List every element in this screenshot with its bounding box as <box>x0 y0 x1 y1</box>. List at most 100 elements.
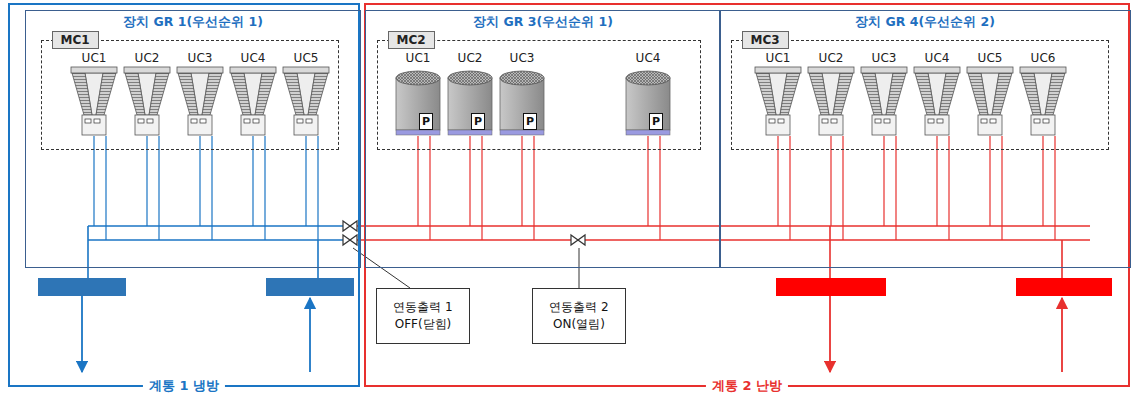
pipe-line <box>105 136 106 240</box>
pump-label: P <box>523 113 537 130</box>
pipe-line <box>777 136 778 226</box>
pipe-line <box>146 136 147 226</box>
callout-box: 연동출력 2ON(열림) <box>532 288 626 344</box>
chiller-unit: UC4 <box>228 51 278 143</box>
unit-label: UC4 <box>908 51 966 66</box>
pipe-line <box>1061 240 1063 278</box>
chiller-unit: UC4 <box>912 51 962 143</box>
valve-symbol <box>343 235 357 245</box>
pipe-line <box>353 248 410 288</box>
chiller-unit: UC1 <box>69 51 119 143</box>
controller-label: MC2 <box>388 31 435 49</box>
unit-label: UC4 <box>224 51 282 66</box>
device-group: UC1PUC2PUC3PUC4PMC2장치 GR 3(우선순위 1) <box>365 10 721 268</box>
pipe-line <box>317 240 319 278</box>
pipe-line <box>842 136 843 240</box>
pipe-line <box>829 296 831 372</box>
pipe-line <box>989 136 990 226</box>
chiller-unit: UC2P <box>445 51 495 143</box>
callout-box: 연동출력 1OFF(닫힘) <box>376 288 470 344</box>
pipe-line <box>647 136 648 226</box>
pipe-line <box>81 296 83 372</box>
unit-label: UC6 <box>1014 51 1072 66</box>
system-region: UC1PUC2PUC3PUC4PMC2장치 GR 3(우선순위 1)UC1UC2… <box>364 3 1130 387</box>
unit-label: UC1 <box>65 51 123 66</box>
pipe-line <box>481 136 482 240</box>
chiller-unit: UC3P <box>497 51 547 143</box>
unit-label: UC2 <box>441 51 499 66</box>
callout-text: 연동출력 2 <box>549 299 608 316</box>
pipe-line <box>88 239 343 241</box>
pipe-line <box>533 136 534 240</box>
return-header <box>266 278 354 296</box>
valve-symbol <box>571 235 585 245</box>
supply-header <box>776 278 886 296</box>
controller-label: MC3 <box>742 31 789 49</box>
pipe-line <box>948 136 949 240</box>
pipe-line <box>264 136 265 240</box>
pipe-line <box>1001 136 1002 240</box>
pipe-line <box>830 136 831 226</box>
pipe-line <box>469 136 470 226</box>
pipe-line <box>883 136 884 226</box>
pipe-line <box>199 136 200 226</box>
chiller-unit: UC5 <box>965 51 1015 143</box>
pipe-line <box>252 136 253 226</box>
chiller-unit: UC2 <box>806 51 856 143</box>
chiller-unit: UC1 <box>753 51 803 143</box>
pump-label: P <box>471 113 485 130</box>
unit-label: UC4 <box>619 51 677 66</box>
callout-text: 연동출력 1 <box>393 299 452 316</box>
device-group: UC1UC2UC3UC4UC5UC6MC3장치 GR 4(우선순위 2) <box>719 10 1131 268</box>
pipe-line <box>317 136 318 240</box>
pipe-line <box>659 136 660 240</box>
pipe-line <box>895 136 896 240</box>
group-title: 장치 GR 4(우선순위 2) <box>720 14 1130 31</box>
pipe-line <box>417 136 418 226</box>
pipe-line <box>789 136 790 240</box>
system-label: 계통 1 냉방 <box>143 377 225 395</box>
pipe-line <box>579 248 580 288</box>
pipe-line <box>521 136 522 226</box>
supply-header <box>38 278 126 296</box>
callout-text: ON(열림) <box>553 316 605 333</box>
pump-label: P <box>649 113 663 130</box>
pump-label: P <box>419 113 433 130</box>
unit-label: UC5 <box>277 51 335 66</box>
device-group: UC1UC2UC3UC4UC5MC1장치 GR 1(우선순위 1) <box>25 10 361 268</box>
system-region: UC1UC2UC3UC4UC5MC1장치 GR 1(우선순위 1)계통 1 냉방 <box>8 3 360 387</box>
pipe-line <box>158 136 159 240</box>
unit-label: UC2 <box>118 51 176 66</box>
chiller-unit: UC1P <box>393 51 443 143</box>
controller-box: UC1UC2UC3UC4UC5UC6MC3 <box>731 40 1109 150</box>
pipe-line <box>211 136 212 240</box>
pipe-line <box>1061 298 1063 372</box>
chiller-unit: UC4P <box>623 51 673 143</box>
return-header <box>1016 278 1112 296</box>
unit-label: UC2 <box>802 51 860 66</box>
chiller-unit: UC3 <box>859 51 909 143</box>
group-title: 장치 GR 1(우선순위 1) <box>26 14 360 31</box>
unit-label: UC3 <box>493 51 551 66</box>
pipe-line <box>829 226 831 278</box>
unit-label: UC3 <box>171 51 229 66</box>
pipe-line <box>87 226 89 278</box>
unit-label: UC5 <box>961 51 1019 66</box>
chiller-unit: UC6 <box>1018 51 1068 143</box>
pipe-line <box>309 298 311 372</box>
callout-text: OFF(닫힘) <box>395 316 452 333</box>
group-title: 장치 GR 3(우선순위 1) <box>366 14 720 31</box>
chiller-unit: UC3 <box>175 51 225 143</box>
pipe-line <box>305 136 306 226</box>
pipe-line <box>429 136 430 240</box>
pipe-line <box>88 225 343 227</box>
controller-label: MC1 <box>52 31 99 49</box>
unit-label: UC1 <box>389 51 447 66</box>
pipe-line <box>1042 136 1043 226</box>
controller-box: UC1UC2UC3UC4UC5MC1 <box>41 40 339 150</box>
chiller-unit: UC2 <box>122 51 172 143</box>
system-label: 계통 2 난방 <box>706 377 788 395</box>
pipe-line <box>1054 136 1055 240</box>
chiller-unit: UC5 <box>281 51 331 143</box>
pipe-line <box>357 225 1090 227</box>
